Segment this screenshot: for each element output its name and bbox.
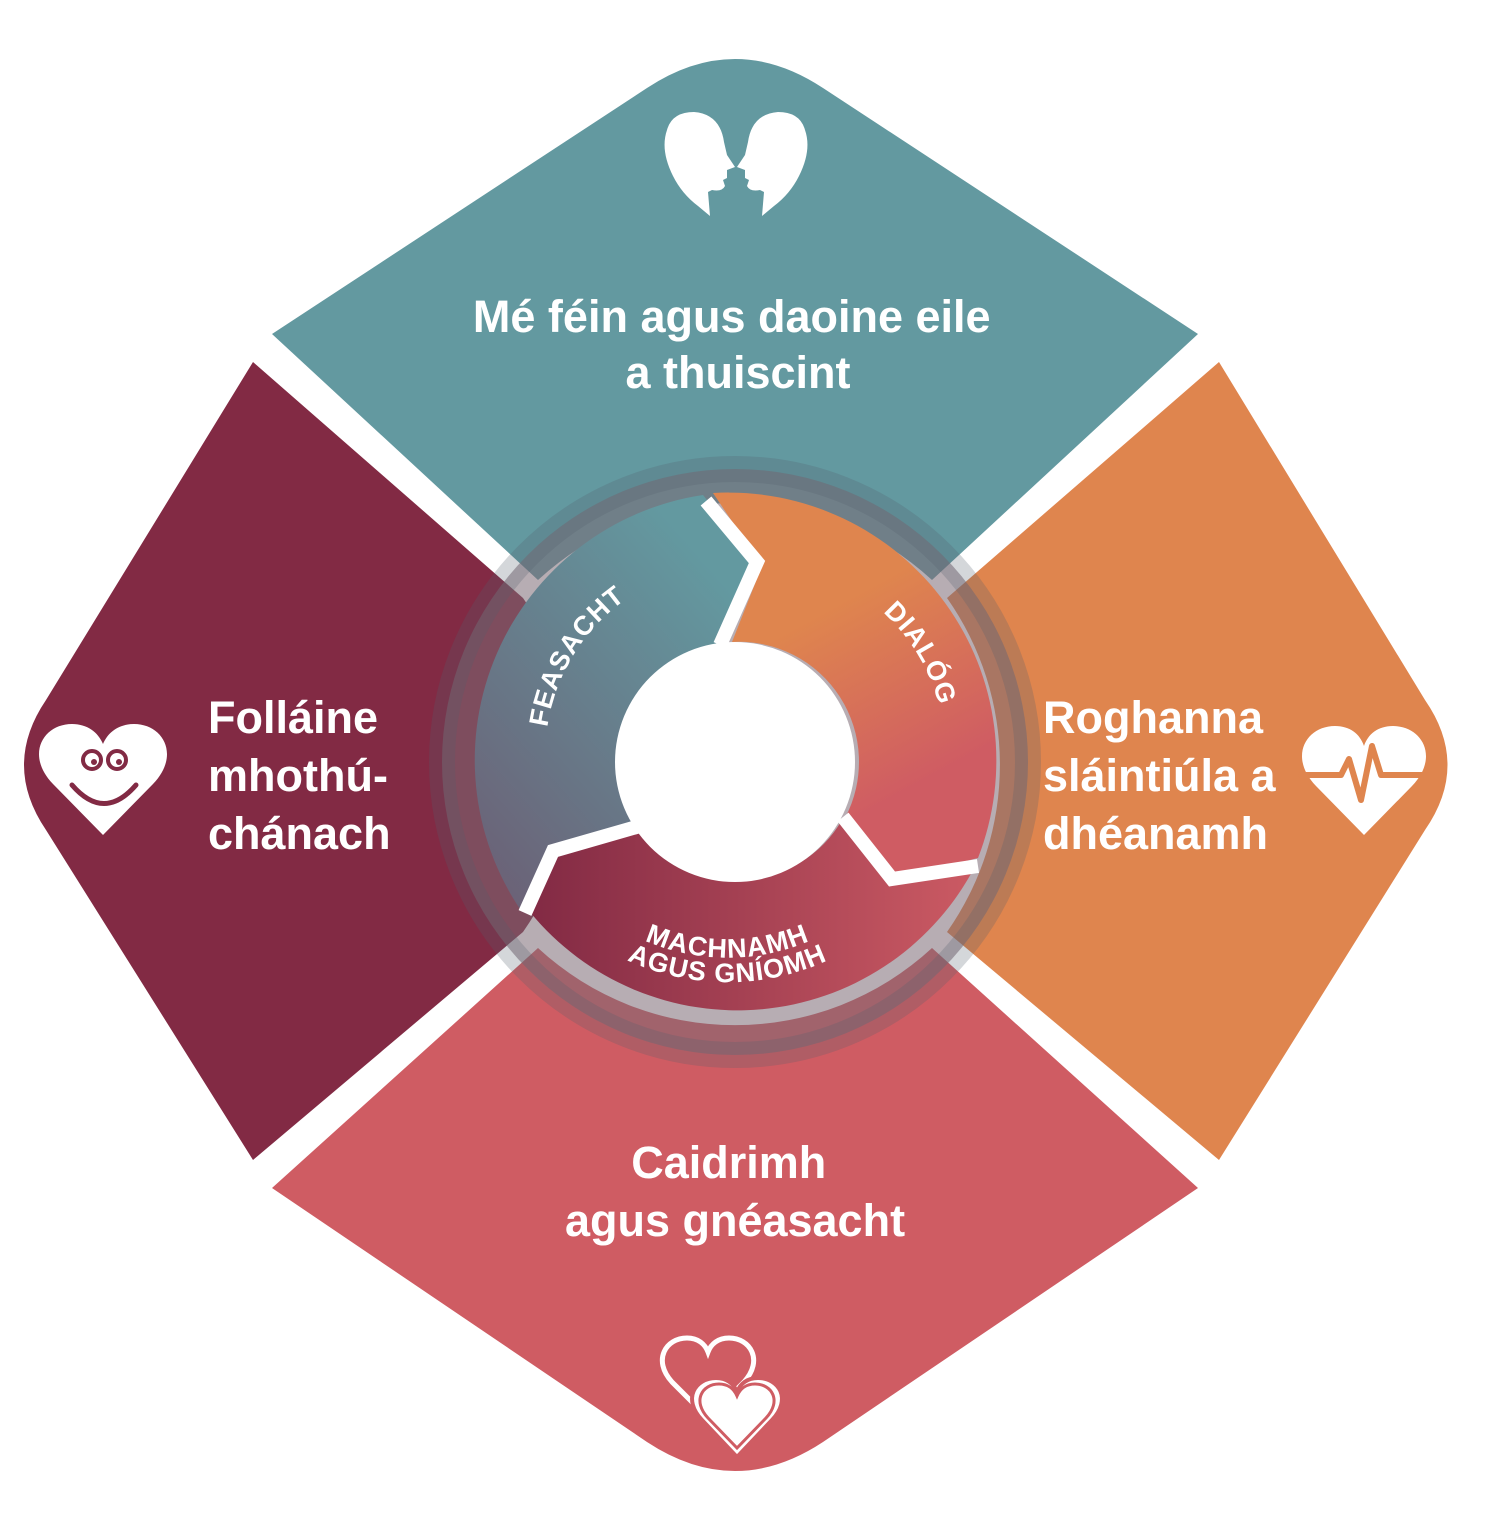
two-faces-icon — [664, 112, 808, 216]
label-left-line-1: Folláine — [208, 692, 378, 743]
ring-divider-top — [700, 496, 766, 648]
ring-divider-right — [837, 812, 980, 887]
label-right: Roghanna sláintiúla a dhéanamh — [1043, 692, 1288, 859]
label-bottom-line-1: Caidrimh — [631, 1137, 826, 1188]
label-right-line-2: sláintiúla a — [1043, 750, 1277, 801]
label-left: Folláine mhothú- chánach — [208, 692, 400, 859]
ring-segment-dialog — [713, 492, 997, 878]
center-hole — [615, 642, 855, 882]
label-left-line-2: mhothú- — [208, 750, 388, 801]
label-bottom: Caidrimh agus gnéasacht — [565, 1137, 905, 1246]
label-left-line-3: chánach — [208, 808, 391, 859]
ring-segment-machnamh — [530, 820, 972, 1011]
quadrant-right — [947, 362, 1448, 1160]
label-top-line-2: a thuiscint — [625, 347, 850, 398]
label-top-line-1: Mé féin agus daoine eile — [473, 291, 991, 342]
label-bottom-line-2: agus gnéasacht — [565, 1195, 905, 1246]
heartbeat-heart-icon — [1298, 726, 1429, 835]
label-top: Mé féin agus daoine eile a thuiscint — [473, 291, 1003, 398]
ring-segment-feasacht — [474, 495, 753, 912]
smiley-heart-icon — [39, 724, 167, 835]
quadrant-top — [272, 59, 1198, 580]
ring-divider-left — [518, 819, 642, 916]
label-right-line-1: Roghanna — [1043, 692, 1264, 743]
quadrant-left — [24, 362, 576, 1160]
two-hearts-icon — [659, 1335, 784, 1460]
quadrant-bottom — [272, 948, 1198, 1471]
label-right-line-3: dhéanamh — [1043, 808, 1268, 859]
